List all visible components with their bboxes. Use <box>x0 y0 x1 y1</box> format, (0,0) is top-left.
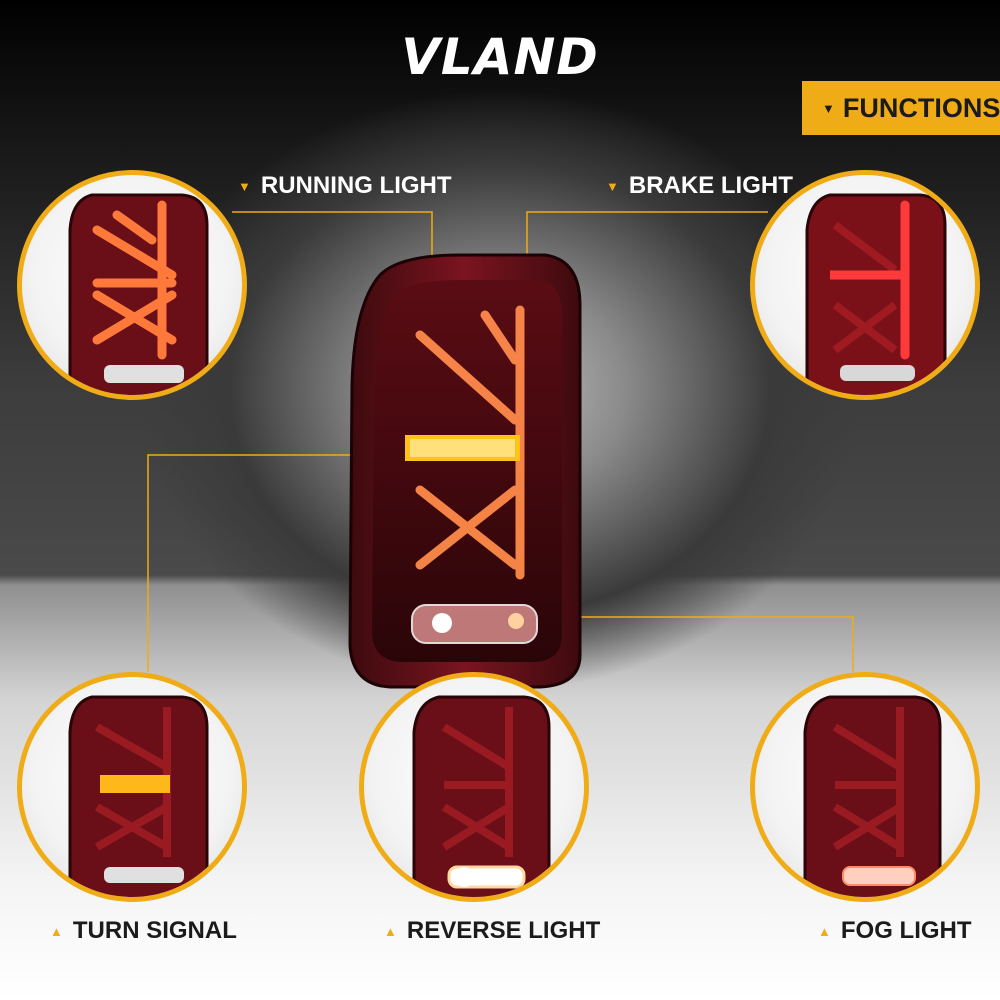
brake-light-label: ▼ BRAKE LIGHT <box>606 172 793 199</box>
triangle-down-icon: ▼ <box>606 178 619 194</box>
reverse-light-detail <box>359 672 589 902</box>
reverse-light-lamp-image <box>412 695 551 897</box>
turn-signal-lamp-image <box>68 695 209 897</box>
triangle-down-icon: ▼ <box>238 178 251 194</box>
brand-logo: VLAND <box>401 28 599 86</box>
triangle-up-icon: ▲ <box>384 923 397 939</box>
running-light-label: ▼ RUNNING LIGHT <box>238 172 452 199</box>
fog-light-line <box>520 616 854 672</box>
brake-light-lamp-image <box>805 193 947 395</box>
triangle-up-icon: ▲ <box>818 923 831 939</box>
functions-badge: ▼ FUNCTIONS <box>802 81 1000 135</box>
turn-signal-label: ▲ TURN SIGNAL <box>50 917 237 944</box>
brake-light-detail <box>750 170 980 400</box>
fog-light-lamp-image <box>803 695 942 897</box>
turn-signal-detail <box>17 672 247 902</box>
triangle-down-icon: ▼ <box>822 100 835 116</box>
turn-signal-line <box>147 454 430 672</box>
fog-light-detail <box>750 672 980 902</box>
triangle-up-icon: ▲ <box>50 923 63 939</box>
functions-label: FUNCTIONS <box>842 92 1000 123</box>
reverse-light-label: ▲ REVERSE LIGHT <box>384 917 601 944</box>
main-tail-lamp <box>348 253 582 689</box>
running-light-detail <box>17 170 247 400</box>
running-light-lamp-image <box>68 193 209 395</box>
fog-light-label: ▲ FOG LIGHT <box>818 917 972 944</box>
